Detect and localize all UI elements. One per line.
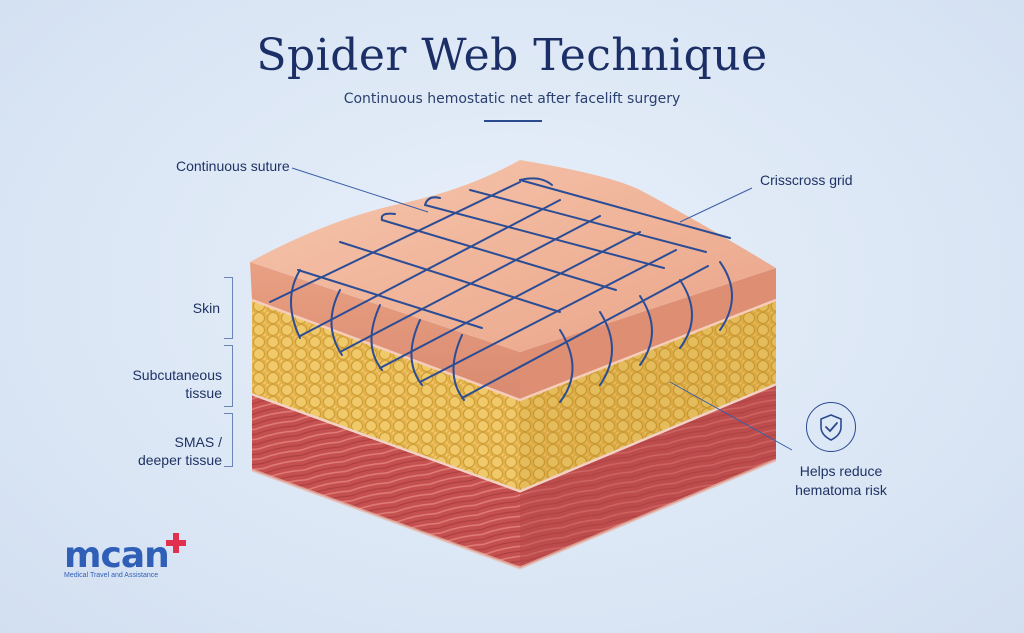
smas-layer-left [252,395,520,568]
label-subcutaneous-line2: tissue [185,385,222,401]
smas-bracket [222,413,233,467]
leader-crisscross-grid [679,187,753,223]
title-divider [484,120,542,122]
page-subtitle: Continuous hemostatic net after facelift… [343,91,681,107]
label-benefit-line2: hematoma risk [795,482,887,498]
suture-grid [269,177,733,403]
subcutaneous-bracket [222,345,233,407]
shield-check-icon [806,402,856,452]
page-title: Spider Web Technique [256,30,768,81]
label-subcutaneous-line1: Subcutaneous [132,367,222,383]
label-smas-line1: SMAS / [174,434,222,450]
medical-cross-icon [166,533,186,553]
leader-benefit [669,381,793,451]
subcutaneous-layer-left [252,300,520,490]
skin-bracket [222,277,233,339]
leader-continuous-suture [291,167,429,213]
label-crisscross-grid: Crisscross grid [760,172,853,188]
label-continuous-suture: Continuous suture [176,158,290,174]
skin-layer-right [520,268,776,400]
label-smas-line2: deeper tissue [137,452,222,468]
brand-wordmark: mcan [64,535,170,576]
label-skin: Skin [192,300,220,316]
subcutaneous-layer-right [520,300,776,490]
brand-tagline: Medical Travel and Assistance [64,572,159,579]
brand-logo: mcan Medical Travel and Assistance [64,533,186,579]
label-benefit-line1: Helps reduce [799,463,883,479]
